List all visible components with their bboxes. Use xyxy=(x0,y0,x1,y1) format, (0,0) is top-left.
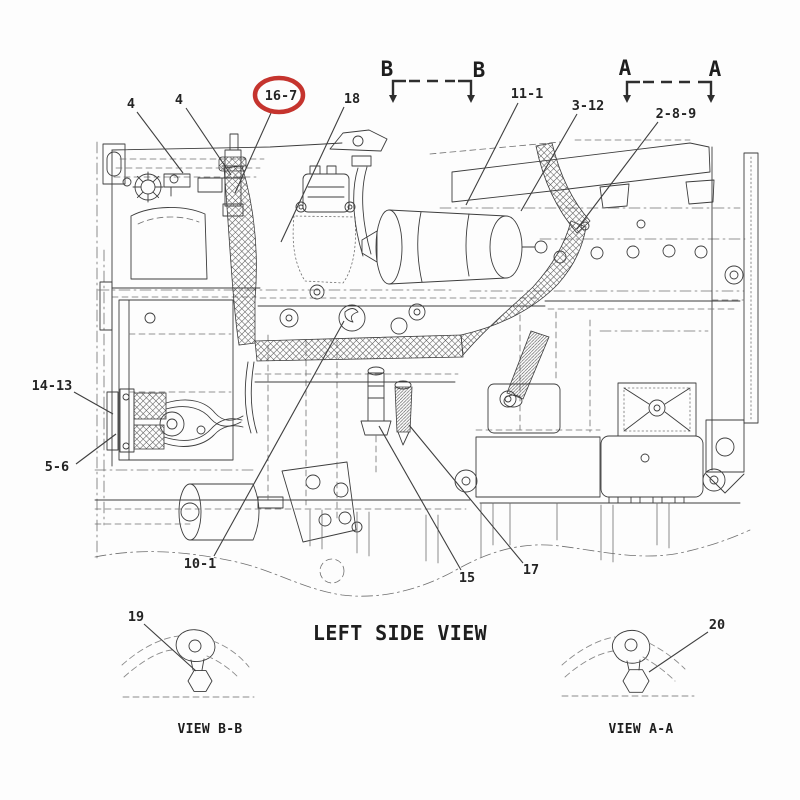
injector-sensor-drawing xyxy=(360,330,550,473)
bracket-arrowhead-b-0 xyxy=(389,95,397,103)
thermostat-hose-drawing xyxy=(329,129,388,257)
callout-label-11-1: 11-1 xyxy=(511,86,544,102)
bracket-arrowhead-a-0 xyxy=(623,95,631,103)
highlight-layer xyxy=(252,75,306,115)
callout-label-19: 19 xyxy=(128,609,144,625)
section-letter-b-0: B xyxy=(381,57,394,81)
bracket-corner-left-a xyxy=(625,80,640,91)
callout-leader-18 xyxy=(280,106,345,243)
callout-label-17: 17 xyxy=(523,562,539,578)
section-letter-a-1: A xyxy=(709,57,722,81)
oil-pan-drawing xyxy=(94,469,751,597)
front-cover-drawing xyxy=(99,207,363,543)
bracket-arrowhead-b-1 xyxy=(467,95,475,103)
highlight-ellipse-16-7 xyxy=(252,75,306,115)
callout-label-2-8-9: 2-8-9 xyxy=(656,106,697,122)
callout-leader-3-12 xyxy=(520,113,578,212)
fuel-priming-pump-drawing xyxy=(292,165,356,300)
injector-connector-drawing xyxy=(106,388,244,453)
callout-label-16-7: 16-7 xyxy=(265,88,298,104)
callout-label-4-mid: 4 xyxy=(175,92,183,108)
callout-label-14-13: 14-13 xyxy=(32,378,73,394)
callout-leader-17 xyxy=(408,424,524,564)
bracket-arrowhead-a-1 xyxy=(707,95,715,103)
callout-label-3-12: 3-12 xyxy=(572,98,605,114)
callout-leader-10-1 xyxy=(213,320,345,557)
section-letter-b-1: B xyxy=(473,58,486,82)
callout-label-20: 20 xyxy=(709,617,725,633)
title-main_view: LEFT SIDE VIEW xyxy=(313,621,488,645)
valve-cover-drawing xyxy=(97,139,746,332)
callout-label-18: 18 xyxy=(344,91,360,107)
callout-layer: 4 4 16-7 18 11-1 3-12 2-8-9 14-13 5-6 10-1 15 17 19 2… xyxy=(32,86,725,673)
callout-leader-4-mid xyxy=(185,107,232,176)
callout-leader-14-13 xyxy=(73,391,114,415)
bracket-corner-right-a xyxy=(698,80,713,91)
callout-leader-19 xyxy=(143,623,197,672)
section-letter-a-0: A xyxy=(619,56,632,80)
title-view_aa: VIEW A-A xyxy=(608,722,673,737)
callout-leader-2-8-9 xyxy=(576,121,659,230)
ecm-module-drawing xyxy=(454,382,726,504)
callout-leader-15 xyxy=(378,425,462,571)
bracket-corner-left-b xyxy=(391,79,406,90)
bracket-corner-right-b xyxy=(458,79,473,90)
title-view_bb: VIEW B-B xyxy=(177,722,242,737)
callout-label-10-1: 10-1 xyxy=(184,556,217,572)
callout-label-4-left: 4 xyxy=(127,96,135,112)
view-title-layer: LEFT SIDE VIEW VIEW B-B VIEW A-A xyxy=(177,621,673,737)
callout-leader-11-1 xyxy=(465,102,519,206)
view-bb-drawing xyxy=(121,629,255,698)
engine-line-art xyxy=(94,129,759,597)
callout-label-5-6: 5-6 xyxy=(45,459,69,475)
callout-leader-16-7 xyxy=(234,112,272,194)
callout-leader-20 xyxy=(648,631,709,673)
rocker-rail-drawing xyxy=(254,297,741,521)
callout-label-15: 15 xyxy=(459,570,475,586)
view-aa-drawing xyxy=(561,629,695,697)
flywheel-housing-drawing xyxy=(705,146,759,494)
inlet-cylinder-drawing xyxy=(361,209,548,285)
wiring-harness-drawing xyxy=(218,142,591,434)
callout-leader-5-6 xyxy=(75,433,117,465)
callout-leader-4-left xyxy=(136,111,184,174)
